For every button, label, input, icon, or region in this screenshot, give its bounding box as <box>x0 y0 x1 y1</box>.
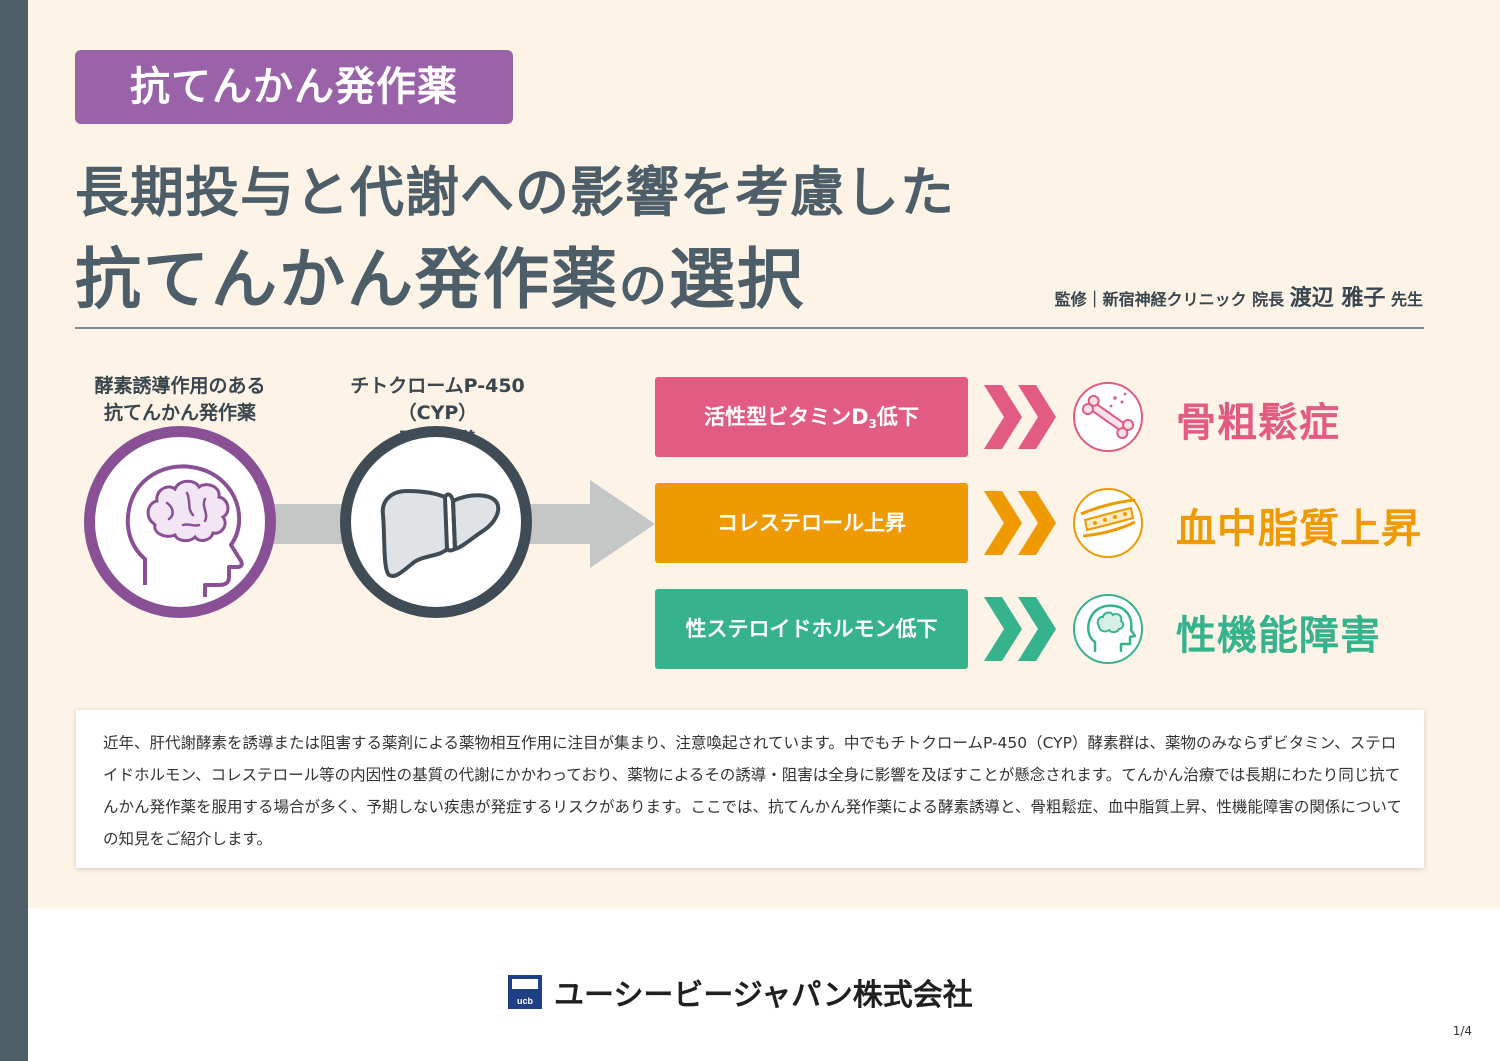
intro-text-box: 近年、肝代謝酵素を誘導または阻害する薬剤による薬物相互作用に注目が集まり、注意喚… <box>76 710 1424 868</box>
brain-circle <box>84 426 276 618</box>
title-main: 抗てんかん発作薬 <box>75 241 619 318</box>
blood-vessel-icon <box>1080 498 1136 538</box>
blood-vessel-icon-circle <box>1073 488 1143 558</box>
ucb-logo-icon: ucb <box>508 975 542 1009</box>
page-title-line1: 長期投与と代謝への影響を考慮した <box>75 161 955 224</box>
liver-icon <box>380 489 501 578</box>
page-title-line2: 抗てんかん発作薬の選択 <box>75 226 805 322</box>
chevron-right-icon <box>984 597 1056 661</box>
liver-circle <box>340 426 532 618</box>
effect-box-cholesterol: コレステロール上昇 <box>655 483 968 563</box>
effect-box-sex-steroid: 性ステロイドホルモン低下 <box>655 589 968 669</box>
caption-drug: 酵素誘導作用のある 抗てんかん発作薬 <box>94 375 266 424</box>
head-brain-icon-circle <box>1073 594 1143 664</box>
title-end: 選択 <box>669 241 806 318</box>
effect-label-end: 低下 <box>876 405 919 429</box>
chevron-right-icon <box>984 385 1056 449</box>
effect-label-subscript: 3 <box>868 417 877 431</box>
page-number: 1/4 <box>1452 1024 1472 1038</box>
divider <box>75 327 1424 329</box>
result-hyperlipidemia: 血中脂質上昇 <box>1176 506 1422 552</box>
supervisor-credit: 監修｜新宿神経クリニック 院長 渡辺 雅子 先生 <box>1055 280 1423 312</box>
side-bar <box>0 0 28 1061</box>
supervisor-name: 渡辺 雅子 <box>1289 286 1386 311</box>
company-logo: ucb <box>508 975 542 1009</box>
result-sexual-dysfunction: 性機能障害 <box>1176 613 1381 659</box>
supervisor-label: 監修｜新宿神経クリニック 院長 <box>1054 290 1285 309</box>
company-name: ユーシービージャパン株式会社 <box>554 978 973 1013</box>
effect-label: 活性型ビタミンD <box>704 405 869 429</box>
category-tag: 抗てんかん発作薬 <box>75 50 513 124</box>
head-brain-icon <box>125 464 244 597</box>
bone-icon <box>1081 392 1135 440</box>
head-brain-icon <box>1087 604 1137 652</box>
svg-text:ucb: ucb <box>517 996 534 1006</box>
bone-icon-circle <box>1073 382 1143 452</box>
chevron-right-icon <box>984 491 1056 555</box>
intro-paragraph: 近年、肝代謝酵素を誘導または阻害する薬剤による薬物相互作用に注目が集まり、注意喚… <box>103 734 1402 848</box>
result-osteoporosis: 骨粗鬆症 <box>1176 400 1340 446</box>
title-particle: の <box>619 258 670 314</box>
supervisor-suffix: 先生 <box>1390 290 1423 309</box>
effect-box-vitamin-d: 活性型ビタミンD3低下 <box>655 377 968 457</box>
